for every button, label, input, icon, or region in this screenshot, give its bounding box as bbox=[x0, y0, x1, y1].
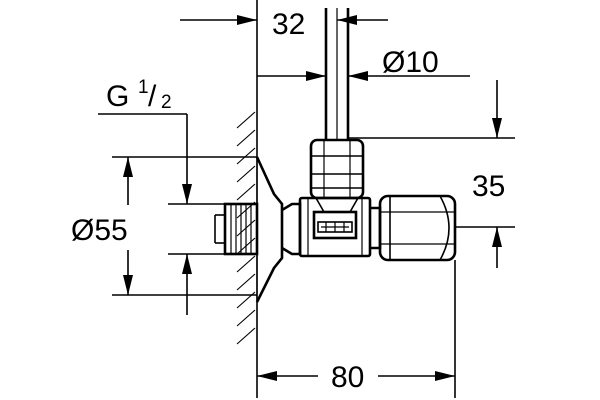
dimension-80-label: 80 bbox=[331, 361, 364, 394]
dimension-80 bbox=[256, 260, 456, 398]
dimension-rosette-diameter bbox=[112, 156, 257, 296]
dimension-35 bbox=[348, 80, 515, 268]
dimension-thread-slash: / bbox=[148, 80, 157, 113]
dimension-32-label: 32 bbox=[272, 8, 305, 41]
dimension-rosette-diameter-label: Ø55 bbox=[71, 214, 128, 247]
wall-hatching bbox=[236, 111, 258, 350]
dimension-thread-numerator: 1 bbox=[138, 77, 149, 98]
compression-nut bbox=[309, 138, 365, 213]
valve-body bbox=[298, 196, 372, 258]
valve-neck bbox=[281, 202, 302, 256]
dimension-pipe-diameter bbox=[257, 71, 470, 81]
dimension-thread-denominator: 2 bbox=[161, 92, 172, 113]
threaded-inlet bbox=[214, 202, 259, 256]
outlet-pipe bbox=[324, 8, 350, 140]
dimension-35-label: 35 bbox=[472, 170, 505, 203]
dimension-pipe-diameter-label: Ø10 bbox=[382, 46, 439, 79]
dimension-32 bbox=[180, 0, 388, 112]
dimension-thread-prefix: G bbox=[106, 80, 129, 113]
valve-handle bbox=[370, 194, 457, 262]
dimension-thread bbox=[98, 113, 192, 315]
rosette bbox=[255, 156, 284, 303]
